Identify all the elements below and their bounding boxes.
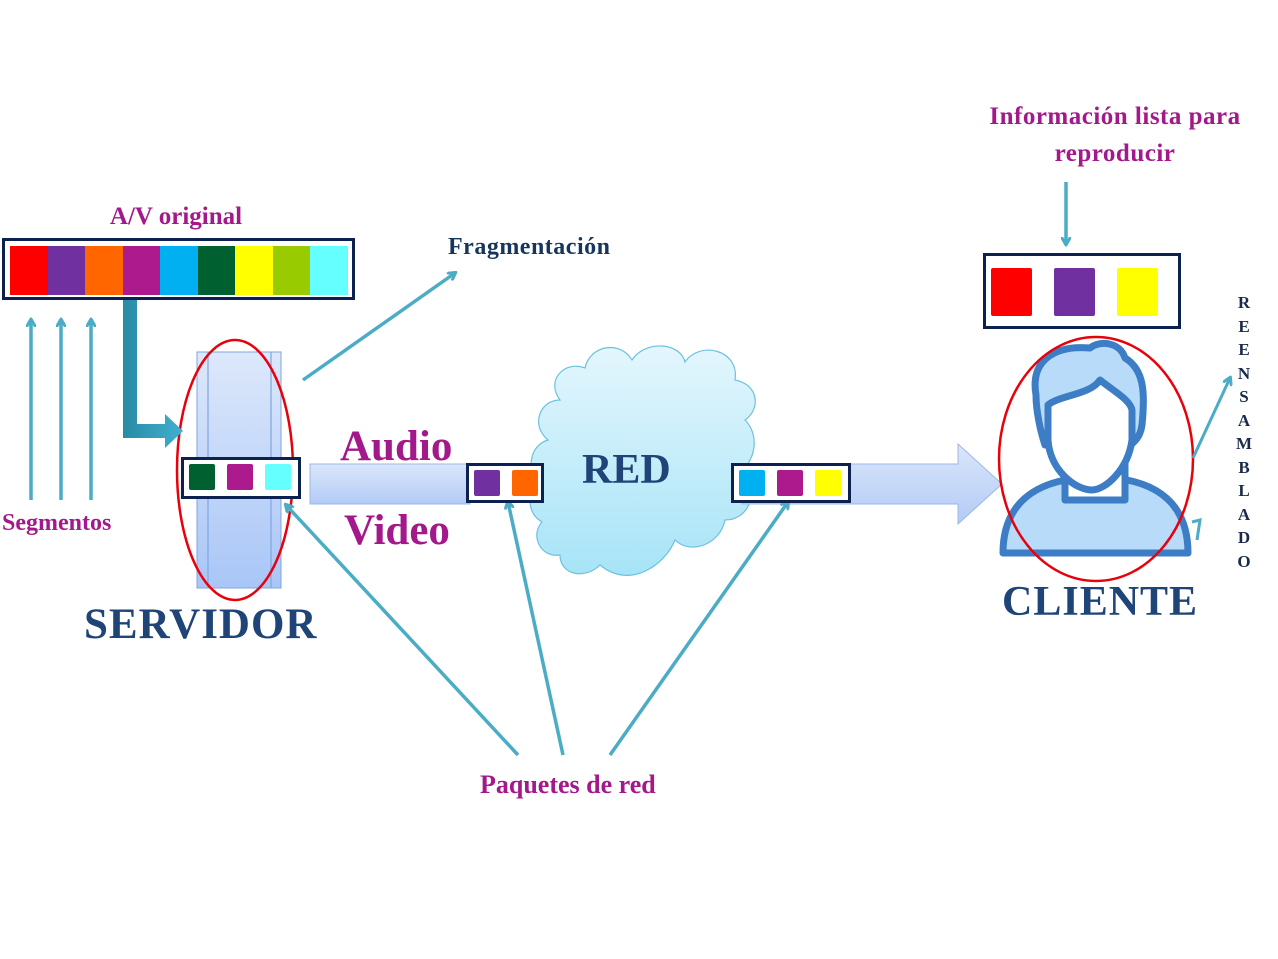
client-user-icon: [999, 339, 1192, 557]
av-original-label: A/V original: [109, 203, 243, 230]
audio-label: Audio: [340, 423, 453, 470]
segment-red: [991, 268, 1032, 316]
reassembly-letter: A: [1237, 410, 1251, 430]
segment-sky: [739, 470, 765, 496]
fragmentation-label: Fragmentación: [448, 234, 611, 260]
reassembly-arrow: [1191, 378, 1230, 459]
small-arrow-fragment: [1191, 517, 1202, 541]
reassembly-letter: S: [1239, 387, 1249, 406]
packet-after-network: [731, 463, 851, 503]
segment-magenta: [122, 246, 161, 295]
server-label: SERVIDOR: [84, 601, 318, 648]
client-highlight-ellipse: [997, 335, 1195, 583]
segment-yellow: [1117, 268, 1158, 316]
reassembly-letter: B: [1238, 457, 1250, 477]
reassembly-letter: L: [1238, 481, 1250, 500]
segment-orange: [85, 246, 123, 295]
audio-video-pipe: [309, 463, 471, 505]
server-packet: [181, 457, 301, 499]
network-packets-label: Paquetes de red: [480, 770, 656, 799]
segment-darkgreen: [189, 464, 215, 490]
segments-label: Segmentos: [2, 510, 112, 536]
ready-info-line1: Información lista para: [989, 103, 1241, 130]
segment-lime: [272, 246, 311, 295]
segment-purple: [47, 246, 86, 295]
reassembly-letter: E: [1238, 316, 1250, 336]
segment-cyan: [310, 246, 348, 295]
client-buffer: [983, 253, 1181, 329]
segment-purple: [1054, 268, 1095, 316]
segment-darkgreen: [197, 246, 236, 295]
av-to-server-arrow: [123, 300, 183, 448]
network-label: RED: [582, 447, 671, 493]
segment-red: [10, 246, 48, 295]
segment-orange: [512, 470, 538, 496]
segment-magenta: [777, 470, 803, 496]
segment-magenta: [227, 464, 253, 490]
reassembly-letter: R: [1237, 293, 1251, 312]
segment-yellow: [235, 246, 273, 295]
reassembly-letter: M: [1235, 434, 1253, 453]
client-label: CLIENTE: [1002, 579, 1199, 625]
video-label: Video: [344, 507, 450, 554]
ready-info-line2: reproducir: [1054, 140, 1176, 167]
packet-before-network: [466, 463, 544, 503]
reassembly-letter: O: [1237, 551, 1251, 571]
segment-sky: [160, 246, 198, 295]
reassembly-letter: N: [1237, 363, 1251, 383]
segment-yellow: [815, 470, 841, 496]
ready-info-label: Información lista para reproducir: [960, 98, 1270, 172]
segment-purple: [474, 470, 500, 496]
reassembly-letter: A: [1237, 504, 1251, 524]
reassembly-letter: E: [1238, 340, 1250, 359]
av-original-bar: [2, 238, 355, 300]
segment-arrows: [31, 320, 91, 500]
segment-cyan: [265, 464, 291, 490]
packet-arrows: [286, 502, 788, 757]
fragmentation-arrow: [301, 273, 455, 382]
reassembly-letter: D: [1237, 528, 1251, 547]
